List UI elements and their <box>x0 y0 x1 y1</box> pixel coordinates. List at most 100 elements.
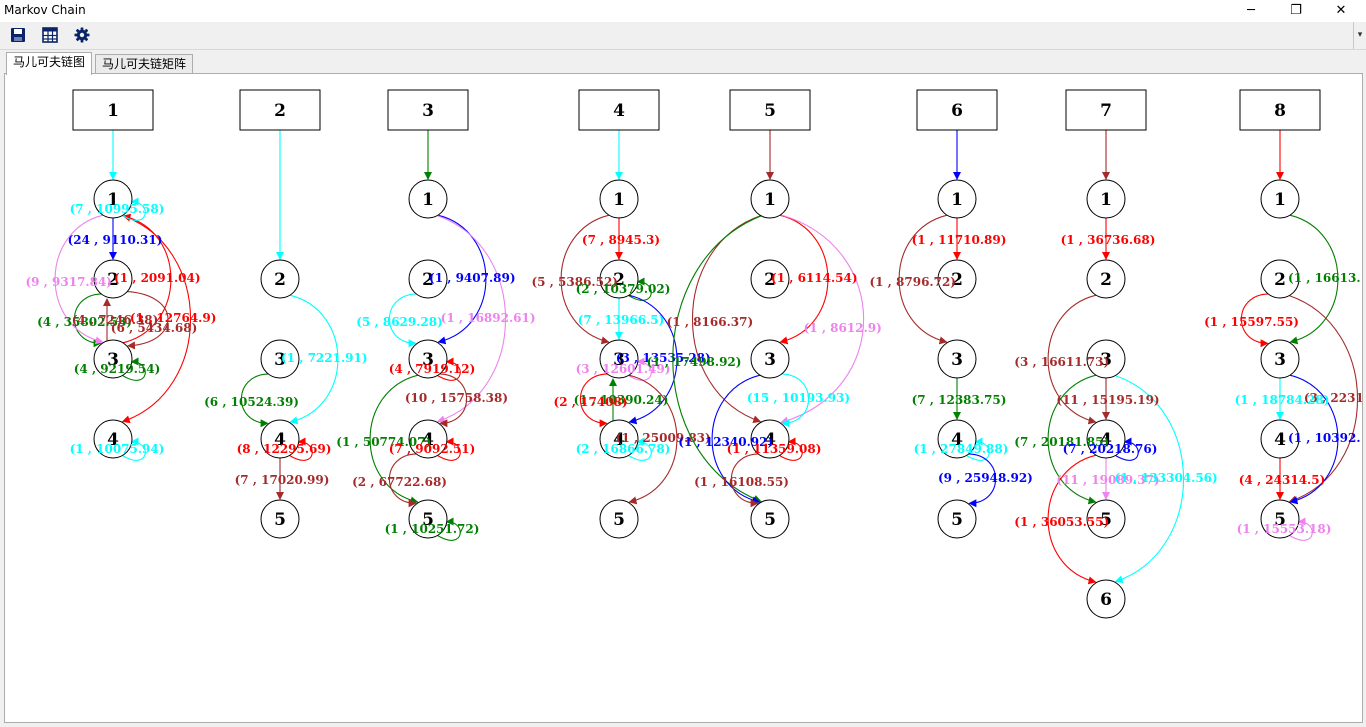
transition-edge <box>389 293 417 348</box>
transition-label: (2 , 67722.68) <box>352 475 447 489</box>
chain-3-labels: (1 , 9407.89)(5 , 8629.28)(1 , 16892.61)… <box>336 271 535 536</box>
state-node[interactable] <box>937 179 977 219</box>
state-node[interactable] <box>1086 179 1126 219</box>
state-node[interactable] <box>408 419 448 459</box>
transition-label: (3 , 22310. <box>1304 391 1362 405</box>
chain-8-labels: (1 , 16613.(1 , 15597.55)(3 , 22310.(1 ,… <box>1204 271 1366 536</box>
transition-label: (6 , 10524.39) <box>204 395 299 409</box>
transition-edge <box>1047 374 1097 505</box>
state-label: 3 <box>422 350 434 370</box>
maximize-button[interactable]: ❐ <box>1290 3 1302 18</box>
state-node[interactable] <box>1260 419 1300 459</box>
transition-edge <box>731 453 759 508</box>
state-node[interactable] <box>937 339 977 379</box>
chain-header-box <box>916 89 998 131</box>
state-node[interactable] <box>750 499 790 539</box>
state-node[interactable] <box>260 499 300 539</box>
state-node[interactable] <box>408 339 448 379</box>
state-node[interactable] <box>599 499 639 539</box>
transition-label: (1 , 16892.61) <box>441 311 536 325</box>
transition-edge <box>1047 454 1097 585</box>
save-icon[interactable] <box>9 26 29 46</box>
chain-2-labels: (1 , 7221.91)(6 , 10524.39)(8 , 12295.69… <box>204 351 367 487</box>
state-node[interactable] <box>408 259 448 299</box>
chain-header-box <box>239 89 321 131</box>
transition-edge <box>369 374 419 505</box>
transition-label: (3 , 13535.28) <box>616 351 711 365</box>
state-node[interactable] <box>1086 579 1126 619</box>
chain-header-label: 4 <box>613 101 625 121</box>
minimize-button[interactable]: ─ <box>1247 3 1255 18</box>
state-node[interactable] <box>599 419 639 459</box>
state-node[interactable] <box>750 179 790 219</box>
toolbar <box>0 22 1366 50</box>
state-node[interactable] <box>260 419 300 459</box>
state-node[interactable] <box>1086 339 1126 379</box>
state-node[interactable] <box>260 339 300 379</box>
state-label: 3 <box>107 350 119 370</box>
state-node[interactable] <box>750 259 790 299</box>
state-node[interactable] <box>93 339 133 379</box>
transition-label: (9 , 9317.84) <box>25 275 112 289</box>
state-node[interactable] <box>1260 259 1300 299</box>
transition-label: (1 , 36053.55) <box>1014 515 1109 529</box>
state-label: 2 <box>422 270 434 290</box>
tab-strip: 马儿可夫链图 马儿可夫链矩阵 <box>0 52 1366 75</box>
state-node[interactable] <box>1086 499 1126 539</box>
state-node[interactable] <box>1086 259 1126 299</box>
state-label: 4 <box>951 430 963 450</box>
chain-header-label: 6 <box>951 101 963 121</box>
chain-header-label: 2 <box>274 101 286 121</box>
state-node[interactable] <box>599 179 639 219</box>
state-node[interactable] <box>937 419 977 459</box>
transition-label: (1 , 25009.83) <box>616 431 711 445</box>
transition-label: (8 , 12295.69) <box>237 442 332 456</box>
state-node[interactable] <box>93 419 133 459</box>
transition-edge <box>121 215 191 424</box>
state-node[interactable] <box>408 499 448 539</box>
state-node[interactable] <box>937 259 977 299</box>
tab-markov-matrix[interactable]: 马儿可夫链矩阵 <box>95 54 194 74</box>
state-node[interactable] <box>599 259 639 299</box>
table-icon[interactable] <box>41 26 61 46</box>
chain-header-box <box>1239 89 1321 131</box>
transition-label: (1 , 16613. <box>1288 271 1361 285</box>
state-node[interactable] <box>408 179 448 219</box>
state-node[interactable] <box>1086 419 1126 459</box>
chain-header-label: 8 <box>1274 101 1286 121</box>
transition-label: (1 , 6114.54) <box>771 271 858 285</box>
state-node[interactable] <box>260 259 300 299</box>
state-label: 2 <box>613 270 625 290</box>
state-node[interactable] <box>93 179 133 219</box>
state-node[interactable] <box>1260 179 1300 219</box>
state-node[interactable] <box>937 499 977 539</box>
tab-markov-graph[interactable]: 马儿可夫链图 <box>6 52 93 75</box>
transition-label: (7 , 9092.51) <box>389 442 476 456</box>
transition-label: (10 , 15758.38) <box>405 391 508 405</box>
state-node[interactable] <box>750 339 790 379</box>
chain-header-label: 1 <box>107 101 119 121</box>
transition-label: (1 , 10390.24) <box>574 393 669 407</box>
state-node[interactable] <box>1260 339 1300 379</box>
chain-header-label: 5 <box>764 101 776 121</box>
transition-label: (2 , 17408) <box>554 395 628 409</box>
state-label: 2 <box>1100 270 1112 290</box>
state-node[interactable] <box>93 259 133 299</box>
toolbar-overflow-button[interactable]: ▾ <box>1353 22 1366 49</box>
transition-label: (1 , 15553.18) <box>1237 522 1332 536</box>
transition-label: (1 , 8166.37) <box>667 315 754 329</box>
state-label: 4 <box>1274 430 1286 450</box>
transition-label: (2 , 10379.02) <box>576 282 671 296</box>
transition-label: (7 , 8945.3) <box>582 233 660 247</box>
state-node[interactable] <box>750 419 790 459</box>
transition-label: (1 , 133304.56) <box>1115 471 1218 485</box>
state-node[interactable] <box>1260 499 1300 539</box>
gear-icon[interactable] <box>73 26 93 46</box>
close-button[interactable]: ✕ <box>1335 3 1347 18</box>
state-label: 4 <box>107 430 119 450</box>
state-node[interactable] <box>599 339 639 379</box>
transition-label: (11 , 19089.37) <box>1056 473 1159 487</box>
